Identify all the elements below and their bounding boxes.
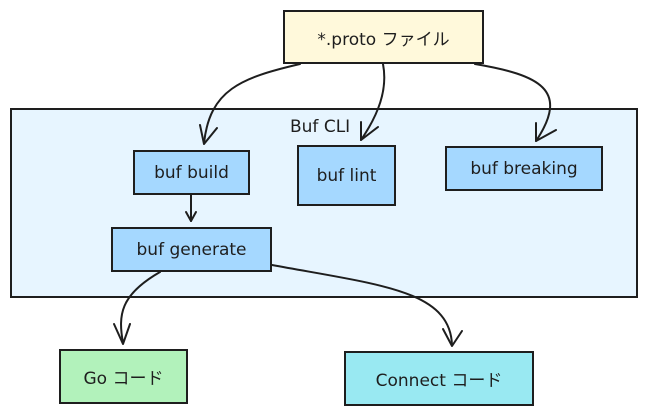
buf-cli-group-label: Buf CLI — [290, 117, 351, 137]
connect-code-node[interactable]: Connect コード — [344, 351, 534, 406]
buf-generate-node[interactable]: buf generate — [111, 227, 272, 272]
buf-build-node[interactable]: buf build — [133, 150, 250, 195]
go-code-node[interactable]: Go コード — [59, 349, 188, 404]
proto-files-node[interactable]: *.proto ファイル — [283, 10, 484, 64]
buf-breaking-node[interactable]: buf breaking — [445, 146, 603, 191]
buf-lint-node[interactable]: buf lint — [297, 145, 396, 206]
